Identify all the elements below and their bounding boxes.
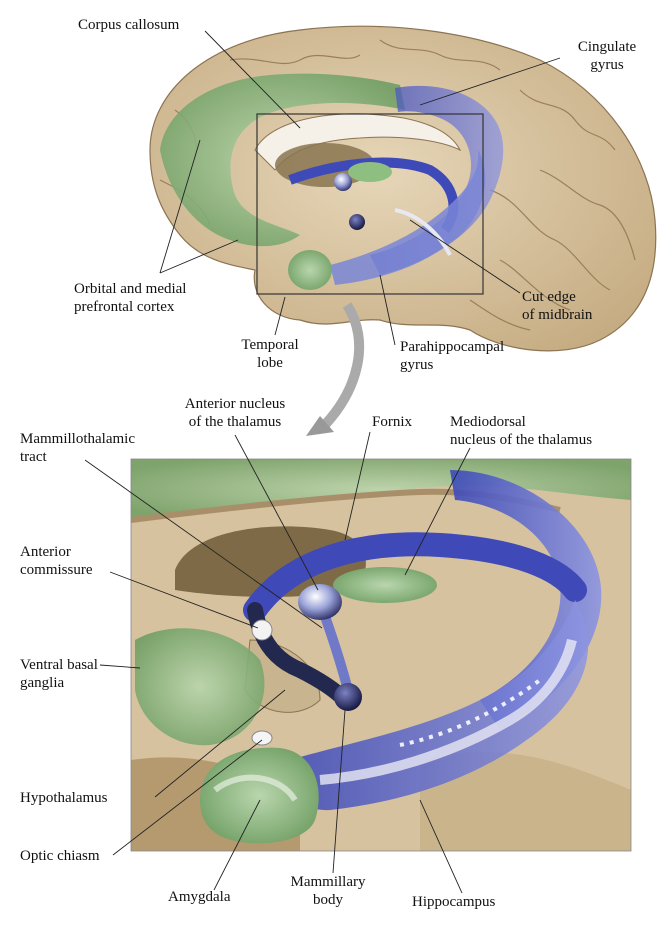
detail-frame bbox=[130, 458, 632, 852]
label-optic-chiasm: Optic chiasm bbox=[20, 848, 100, 864]
label-corpus-callosum: Corpus callosum bbox=[78, 17, 180, 33]
label-hypothalamus: Hypothalamus bbox=[20, 790, 108, 806]
anterior-nucleus-small bbox=[334, 173, 352, 191]
label-hippocampus: Hippocampus bbox=[412, 894, 496, 910]
detail-panel bbox=[131, 459, 631, 851]
cingulate-gyrus-region bbox=[370, 85, 504, 276]
corpus-callosum bbox=[254, 113, 462, 171]
midbrain-cut-edge bbox=[394, 208, 452, 256]
inset-box bbox=[256, 113, 484, 295]
leader-lines-bottom bbox=[84, 431, 471, 894]
zoom-arrow bbox=[316, 302, 365, 434]
brain-medial-view bbox=[149, 25, 657, 352]
zoom-arrow-head bbox=[306, 416, 334, 436]
label-fornix: Fornix bbox=[372, 414, 413, 430]
label-amygdala: Amygdala bbox=[168, 889, 231, 905]
mammillary-small bbox=[349, 214, 365, 230]
prefrontal-cortex-region bbox=[160, 73, 405, 247]
amygdala-small bbox=[288, 250, 332, 290]
mediodorsal-small bbox=[348, 162, 392, 182]
leader-lines-top bbox=[159, 30, 561, 346]
hippocampus-small bbox=[330, 150, 486, 285]
